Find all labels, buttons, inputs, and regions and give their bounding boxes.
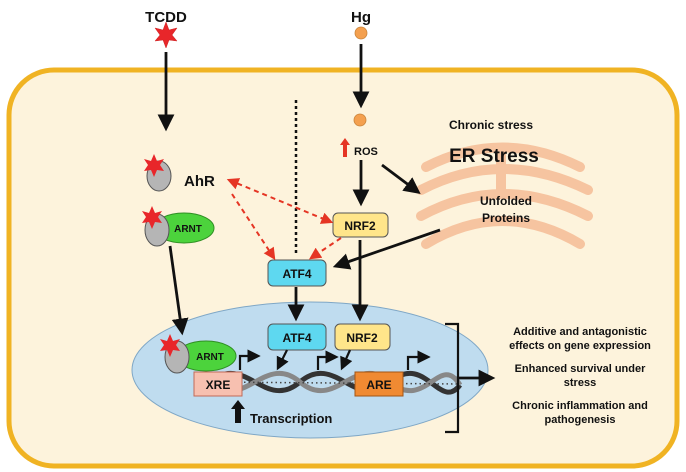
transcription-up-arrow-icon [231,400,245,423]
pathway-arrows [157,44,496,387]
atf4-nucleus-box [267,323,327,351]
ros-dot-icon [353,113,367,127]
ros-up-arrow-icon [340,138,350,157]
stimulus-hg: Hg [351,9,371,26]
label-nrf2-cyto: NRF2 [344,219,376,233]
ahr-complex [144,154,172,192]
outcome-2-line1: Enhanced survival under [515,363,647,375]
label-atf4-nucleus: ATF4 [282,331,311,345]
outcome-3-line2: pathogenesis [545,414,616,426]
xre-box [193,371,243,397]
label-er-stress: ER Stress [449,146,539,167]
outcomes-bracket [445,322,460,434]
outcome-1-line1: Additive and antagonistic [513,326,647,338]
label-unfolded-2: Proteins [482,211,530,225]
label-unfolded-1: Unfolded [480,194,532,208]
label-transcription: Transcription [250,411,332,426]
are-box [354,371,404,397]
nrf2-nucleus-box [334,323,391,351]
label-arnt-nucleus: ARNT [196,352,224,363]
outcome-1-line2: effects on gene expression [509,340,651,352]
label-xre: XRE [206,378,231,392]
hg-ion-icon [354,26,368,40]
nrf2-cyto-box [332,212,389,238]
label-are: ARE [366,378,391,392]
label-arnt-top: ARNT [174,224,202,235]
nucleus-ahr-arnt-complex [160,334,237,374]
ahr-arnt-complex [142,206,215,247]
label-ahr: AhR [184,173,215,190]
dna-helix [207,370,463,395]
promoter-arrow-icon [238,349,431,371]
outcome-3-line1: Chronic inflammation and [512,400,648,412]
label-chronic-stress: Chronic stress [449,118,533,132]
label-nrf2-nucleus: NRF2 [346,331,378,345]
dashed-interaction-arrows [226,178,342,261]
atf4-cyto-box [267,259,327,287]
endoplasmic-reticulum [416,142,593,249]
label-ros: ROS [354,146,378,158]
label-atf4-cyto: ATF4 [282,267,311,281]
ligand-star-icon [154,21,178,49]
outcome-2-line2: stress [564,377,596,389]
stimulus-tcdd: TCDD [145,9,187,26]
outcomes-list: Additive and antagonistic effects on gen… [509,326,651,426]
